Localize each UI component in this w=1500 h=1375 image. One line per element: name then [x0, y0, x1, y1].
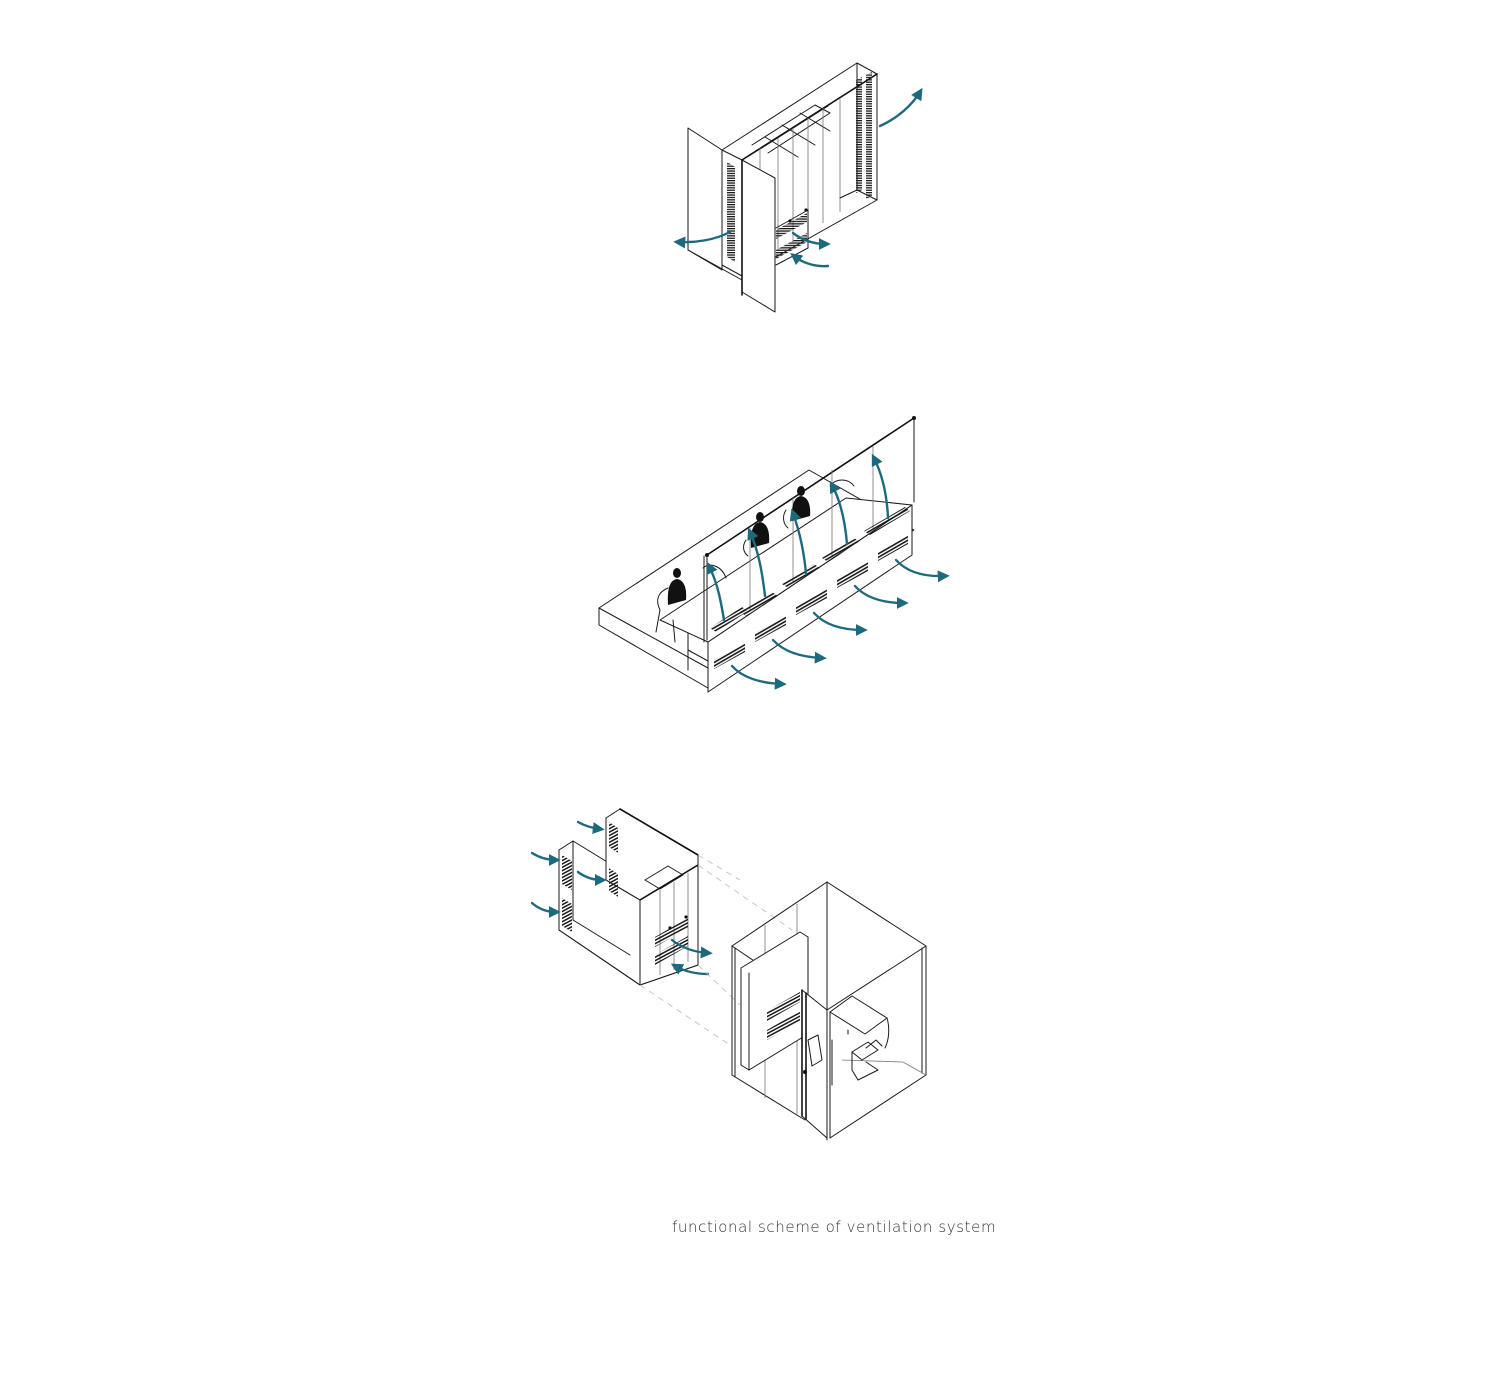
airflow-arrow-icon — [530, 851, 561, 866]
airflow-arrow-icon — [576, 870, 607, 886]
airflow-arrow-icon — [871, 453, 890, 520]
airflow-arrow-icon — [670, 938, 713, 959]
airflow-arrow-icon — [670, 963, 710, 976]
wardrobe-unit-diagram — [673, 62, 923, 313]
booth-cubicle-diagram — [731, 881, 927, 1141]
assembly-guide-lines — [639, 854, 793, 1046]
diagram-caption: functional scheme of ventilation system — [672, 1218, 997, 1236]
airflow-arrow-icon — [771, 638, 827, 664]
airflow-arrow-icon — [706, 561, 726, 622]
airflow-arrow-icon — [789, 508, 808, 576]
airflow-arrow-icon — [812, 611, 868, 636]
airflow-arrow-icon — [730, 664, 787, 690]
airflow-arrow-icon — [829, 480, 849, 546]
airflow-arrow-icon — [530, 901, 561, 918]
person-silhouette-icon — [667, 568, 687, 605]
airflow-arrow-icon — [791, 231, 831, 250]
airflow-arrow-icon — [747, 527, 767, 598]
airflow-arrow-icon — [576, 820, 605, 835]
bench-seating-diagram — [598, 416, 950, 693]
airflow-arrow-icon — [673, 230, 732, 249]
airflow-arrow-icon — [894, 558, 950, 583]
ventilation-module-diagram — [530, 808, 713, 986]
airflow-arrow-icon — [790, 253, 830, 268]
airflow-arrow-icon — [878, 87, 923, 128]
airflow-arrow-icon — [853, 584, 909, 609]
